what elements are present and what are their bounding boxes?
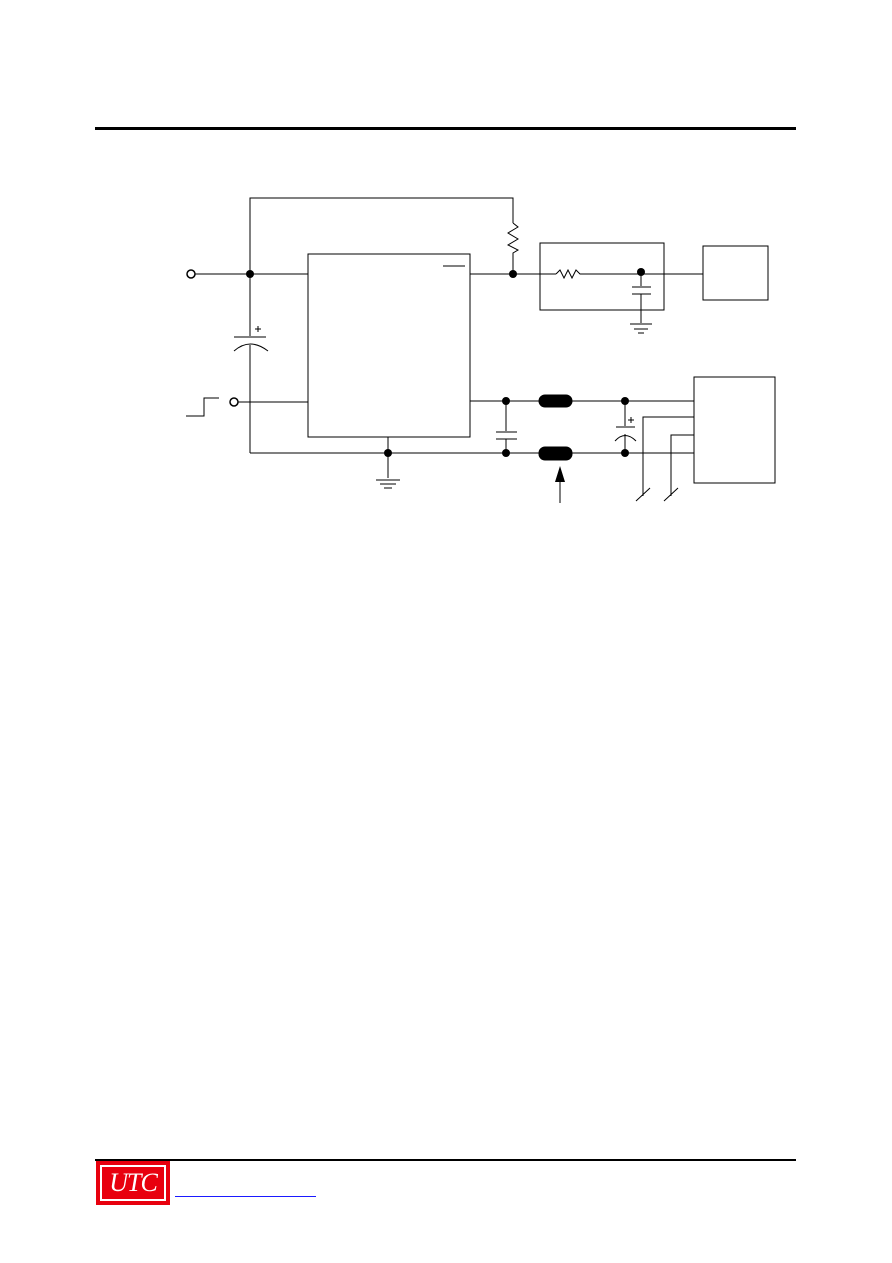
input-cap-curved-plate	[233, 343, 269, 352]
filter-ground-symbol	[630, 323, 652, 334]
junction-dots	[246, 268, 645, 457]
pullup-resistor	[506, 222, 520, 274]
junction-dot	[621, 397, 629, 405]
junction-dot	[502, 449, 510, 457]
rc-filter-box	[539, 242, 665, 311]
utc-logo-frame: UTC	[100, 1165, 166, 1201]
enable-terminal	[229, 397, 239, 407]
utc-logo: UTC	[96, 1161, 170, 1205]
top-feedback-wire	[249, 197, 514, 274]
signal-line-b	[670, 434, 694, 496]
footer-rule	[95, 1159, 796, 1161]
ground-symbol	[376, 479, 400, 489]
junction-dot	[509, 270, 517, 278]
step-signal-symbol	[186, 397, 219, 417]
junction-dot	[502, 397, 510, 405]
footer-link-underline[interactable]	[175, 1196, 316, 1197]
filter-cap-plates	[632, 286, 651, 295]
signal-line-a	[642, 416, 694, 496]
bead-arrow-head	[555, 466, 565, 482]
input-terminal	[186, 269, 196, 279]
signal-line-a-slash	[635, 487, 651, 502]
junction-dot	[621, 449, 629, 457]
junction-dot	[637, 268, 645, 276]
regulator-ic	[307, 253, 471, 438]
junction-dot	[246, 270, 254, 278]
connector-block	[693, 376, 776, 484]
output-cap-plus	[628, 417, 634, 423]
header-rule	[95, 127, 796, 130]
load-block	[702, 245, 769, 301]
ferrite-bead-bottom	[538, 446, 573, 461]
signal-line-b-slash	[663, 487, 679, 502]
utc-logo-text: UTC	[109, 1168, 158, 1197]
bypass-cap-plates	[496, 431, 517, 440]
ferrite-bead-top	[538, 394, 573, 408]
junction-dot	[384, 449, 392, 457]
input-cap-plus	[255, 326, 261, 332]
filter-resistor	[555, 268, 703, 280]
